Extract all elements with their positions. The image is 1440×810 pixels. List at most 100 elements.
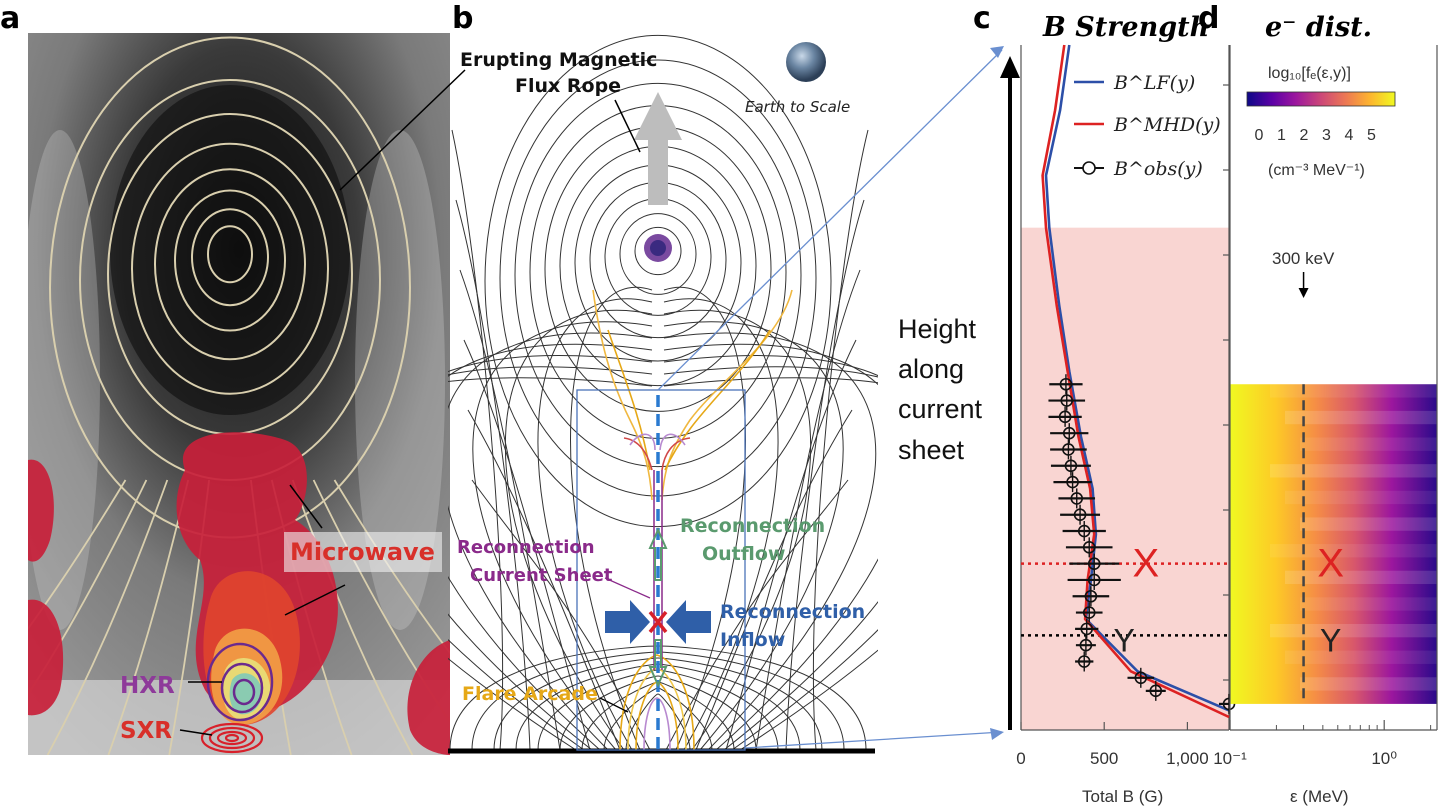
inflow-arrow-left — [605, 600, 650, 644]
heatmap-band — [1270, 544, 1437, 558]
field-line — [625, 693, 659, 751]
microwave-label: Microwave — [290, 538, 435, 566]
hxr-label: HXR — [120, 673, 175, 699]
data-point — [1079, 638, 1093, 652]
field-line — [663, 343, 878, 751]
panel-d-title: e⁻ dist. — [1265, 12, 1372, 43]
heatmap-band — [1285, 570, 1437, 585]
field-line — [663, 332, 877, 751]
heatmap-band — [1300, 597, 1437, 611]
outflow-label-line1: Reconnection — [680, 515, 825, 537]
legend-swatch — [1082, 161, 1096, 175]
heatmap-band — [1300, 437, 1437, 451]
sheet-label-line1: Reconnection — [457, 537, 595, 558]
field-line — [657, 669, 779, 751]
heatmap-band — [1300, 517, 1437, 531]
panel-label-b: b — [452, 1, 473, 36]
data-point — [1062, 443, 1075, 456]
sheet-label-line2: Current Sheet — [470, 565, 613, 586]
height-label-line4: sheet — [898, 435, 965, 465]
legend-label: B^obs(y) — [1113, 158, 1203, 180]
field-line — [657, 663, 801, 751]
panel-a: a Microwave HXR SXR — [0, 1, 466, 755]
shaded-region — [1021, 227, 1229, 730]
x-tick-label: 1,000 — [1166, 749, 1209, 768]
field-lines — [448, 34, 878, 751]
data-point — [1073, 508, 1087, 522]
field-line — [472, 321, 653, 751]
field-line — [448, 355, 653, 751]
colorbar-tick: 0 — [1255, 127, 1264, 144]
panel-b: b Earth to Scale Erupting Magnetic Flux … — [448, 1, 1004, 754]
field-line — [619, 213, 697, 295]
marker-y: Y — [1113, 623, 1134, 659]
cusp-structures — [592, 289, 793, 751]
field-line — [657, 645, 867, 751]
data-point — [1087, 557, 1101, 570]
field-contour — [312, 479, 450, 724]
data-point — [1080, 622, 1094, 636]
inflow-label-line2: Inflow — [720, 629, 785, 651]
x-tick-label: 10⁻¹ — [1213, 749, 1247, 768]
field-line — [785, 199, 865, 751]
field-line — [455, 199, 531, 751]
heatmap-band — [1285, 410, 1437, 425]
height-label: Height along current sheet — [898, 56, 1020, 730]
field-contour — [291, 479, 414, 755]
data-point — [1060, 394, 1074, 407]
field-contour — [46, 479, 169, 755]
sxr-label: SXR — [120, 718, 172, 744]
sxr-contours — [200, 722, 264, 754]
field-line — [459, 269, 561, 751]
field-line — [471, 479, 651, 751]
field-line — [663, 366, 878, 751]
panel-label-d: d — [1198, 1, 1219, 36]
field-line — [515, 663, 659, 751]
panel-label-a: a — [0, 1, 20, 36]
field-line — [471, 651, 659, 751]
x-tick-label: 10⁰ — [1371, 749, 1397, 768]
earth-label: Earth to Scale — [745, 98, 850, 116]
field-line — [603, 687, 659, 751]
heatmap-band — [1270, 623, 1437, 638]
series-line — [1041, 44, 1230, 719]
colorbar-units: (cm⁻³ MeV⁻¹) — [1268, 162, 1365, 179]
zoom-box — [576, 389, 746, 751]
energy-pointer-head — [1298, 288, 1309, 298]
arcade-label: Flare Arcade — [462, 683, 598, 705]
field-line — [657, 693, 691, 751]
x-tick-label: 0 — [1016, 749, 1025, 768]
heatmap-band — [1285, 490, 1437, 505]
height-label-line2: along — [898, 354, 964, 384]
field-line — [663, 377, 878, 751]
field-line — [537, 298, 653, 751]
data-point — [1082, 541, 1096, 554]
colorbar-tick: 4 — [1345, 127, 1354, 144]
inflow-label-line1: Reconnection — [720, 601, 865, 623]
earth-icon — [786, 42, 826, 82]
field-line — [484, 34, 832, 528]
data-point — [1082, 606, 1096, 619]
field-line — [657, 675, 757, 751]
field-contour — [191, 208, 269, 307]
colorbar-label: log₁₀[fₑ(ε,y)] — [1268, 65, 1351, 82]
field-line — [695, 409, 853, 751]
field-line — [812, 129, 869, 751]
flux-rope-label-line1: Erupting Magnetic — [460, 49, 657, 71]
field-line — [665, 479, 849, 751]
data-point — [1077, 655, 1091, 668]
field-contour — [174, 189, 286, 332]
field-contour — [154, 168, 306, 361]
height-label-line3: current — [898, 394, 983, 424]
field-line — [570, 286, 653, 751]
field-line — [448, 377, 653, 751]
field-line — [657, 657, 823, 751]
data-point — [1087, 573, 1101, 587]
data-point — [1084, 589, 1098, 603]
marker-x: X — [1132, 542, 1159, 586]
heatmap-band — [1300, 677, 1437, 691]
